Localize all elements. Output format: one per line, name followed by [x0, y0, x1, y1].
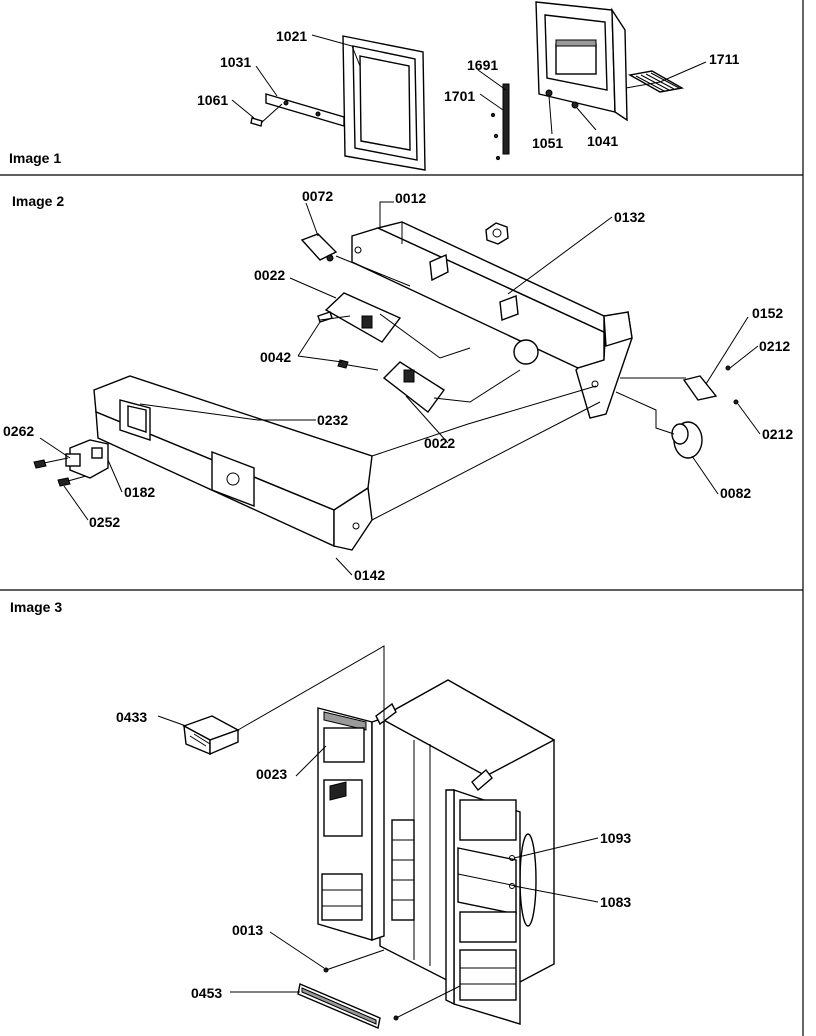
callout-0022: 0022	[254, 267, 285, 283]
callout-0012: 0012	[395, 190, 426, 206]
bin-0433	[182, 715, 240, 756]
callout-0433: 0433	[116, 709, 147, 725]
callout-0252: 0252	[89, 514, 120, 530]
freezer-door	[317, 702, 397, 941]
toe-grille-0453	[297, 967, 399, 1029]
callout-0212-lower: 0212	[762, 426, 793, 442]
callout-0152: 0152	[752, 305, 783, 321]
panel-title: Image 1	[9, 150, 61, 166]
callout-1051: 1051	[532, 135, 563, 151]
callout-0262: 0262	[3, 423, 34, 439]
callout-1031: 1031	[220, 54, 251, 70]
callout-0453: 0453	[191, 985, 222, 1001]
bracket-0152	[682, 365, 739, 405]
screw-0262	[33, 457, 69, 469]
callout-0232: 0232	[317, 412, 348, 428]
callout-1041: 1041	[587, 133, 618, 149]
callout-1083: 1083	[600, 894, 631, 910]
front-panel-0232	[93, 375, 373, 551]
drip-tray-grille	[627, 70, 685, 93]
callout-0042: 0042	[260, 349, 291, 365]
connector-0182	[65, 439, 109, 479]
callout-0212: 0212	[759, 338, 790, 354]
callout-0132: 0132	[614, 209, 645, 225]
switch-upper	[317, 292, 402, 343]
callout-0013: 0013	[232, 922, 263, 938]
callout-1691: 1691	[467, 57, 498, 73]
screw-0252	[57, 475, 87, 487]
callout-0022-lower: 0022	[424, 435, 455, 451]
panel-image-2: Image 2	[3, 188, 793, 583]
dispenser-housing	[535, 1, 628, 122]
callout-1061: 1061	[197, 92, 228, 108]
callout-0142: 0142	[354, 567, 385, 583]
dispenser-trim-frame	[342, 35, 426, 171]
mounting-strip	[265, 93, 345, 127]
panel-image-1: Image 1	[9, 1, 740, 171]
callout-1711: 1711	[709, 51, 740, 67]
callout-0072: 0072	[302, 188, 333, 204]
screw-1061	[250, 103, 283, 127]
panel-title: Image 3	[10, 599, 62, 615]
side-rail	[490, 83, 510, 161]
sensor-0072	[300, 233, 411, 287]
fresh-food-door	[445, 768, 521, 1025]
callout-1701: 1701	[444, 88, 475, 104]
panel-title: Image 2	[12, 193, 64, 209]
callout-1021: 1021	[276, 28, 307, 44]
switch-lower	[382, 361, 446, 413]
hex-nut	[485, 222, 509, 245]
callout-0182: 0182	[124, 484, 155, 500]
callout-0023: 0023	[256, 766, 287, 782]
panel-image-3: Image 3	[10, 599, 631, 1029]
callout-1093: 1093	[600, 830, 631, 846]
control-bracket	[351, 221, 633, 419]
callout-0082: 0082	[720, 485, 751, 501]
knob-0082	[671, 421, 703, 459]
